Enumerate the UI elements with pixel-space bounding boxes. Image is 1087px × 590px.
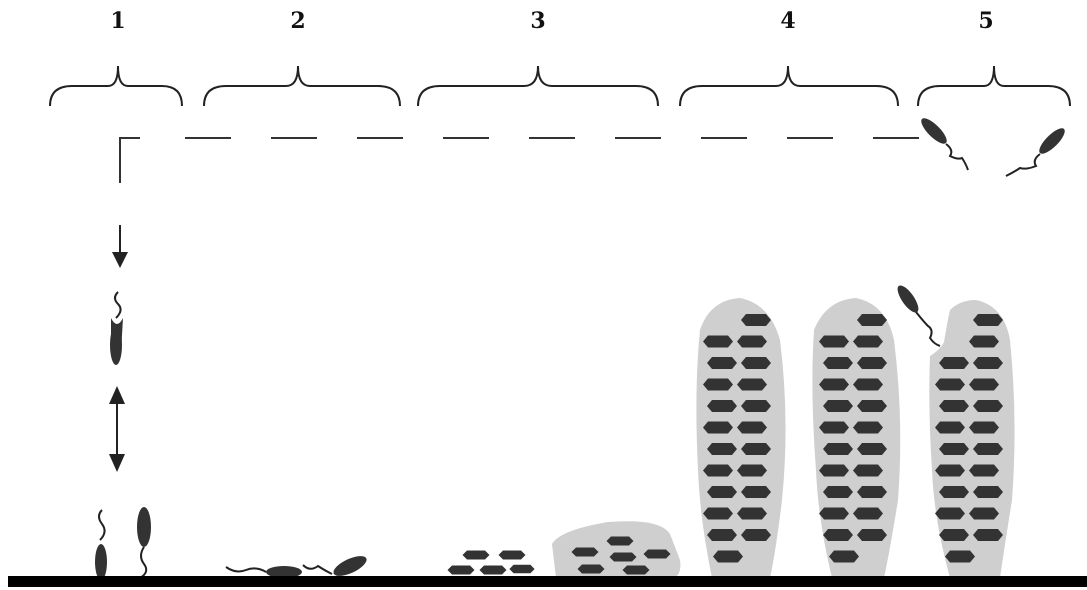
biofilm-cell xyxy=(939,400,969,412)
biofilm-cell xyxy=(973,529,1003,541)
dispersing-cell xyxy=(897,285,941,347)
biofilm-cell xyxy=(741,400,771,412)
stage-label-5: 5 xyxy=(978,8,994,34)
biofilm-cell xyxy=(939,529,969,541)
brace-stage-5 xyxy=(917,65,1071,107)
biofilm-cell xyxy=(707,357,737,369)
biofilm-cell xyxy=(857,443,887,455)
double-arrow-icon xyxy=(109,386,125,472)
biofilm-cell xyxy=(703,335,733,348)
biofilm-cell xyxy=(857,314,887,326)
biofilm-cell xyxy=(703,378,733,391)
biofilm-cell xyxy=(707,443,737,455)
biofilm-cell xyxy=(703,464,733,477)
biofilm-cell xyxy=(853,421,883,434)
stage-label-2: 2 xyxy=(290,8,306,34)
biofilm-cell xyxy=(741,314,771,326)
biofilm-cell xyxy=(713,550,743,563)
biofilm-cell xyxy=(973,486,1003,498)
biofilm-cell xyxy=(939,357,969,369)
biofilm-cell xyxy=(823,486,853,498)
biofilm-cell xyxy=(737,378,767,391)
biofilm-cell xyxy=(973,314,1003,326)
biofilm-cell xyxy=(969,378,999,391)
dispersal-return-path xyxy=(119,137,920,183)
stage-label-3: 3 xyxy=(530,8,546,34)
biofilm-cell xyxy=(857,400,887,412)
irreversibly-attached-cells xyxy=(225,556,367,578)
biofilm-cell xyxy=(969,464,999,477)
biofilm-cell xyxy=(945,550,975,563)
biofilm-cell xyxy=(737,421,767,434)
microcolony xyxy=(447,550,535,575)
biofilm-cell xyxy=(969,335,999,348)
stage-label-4: 4 xyxy=(780,8,796,34)
biofilm-cell xyxy=(741,443,771,455)
biofilm-cell xyxy=(741,357,771,369)
substratum-surface xyxy=(8,576,1087,587)
biofilm-cell xyxy=(823,357,853,369)
biofilm-cell xyxy=(857,529,887,541)
biofilm-cell xyxy=(829,550,859,563)
flagellated-bacterium-icon xyxy=(110,291,123,365)
stage-braces xyxy=(49,65,1071,107)
biofilm-cell xyxy=(969,507,999,520)
biofilm-cell xyxy=(823,443,853,455)
biofilm-cell xyxy=(737,335,767,348)
biofilm-cells xyxy=(703,314,1003,563)
biofilm-cell xyxy=(707,529,737,541)
released-cell-right xyxy=(1005,128,1065,177)
biofilm-cell xyxy=(703,421,733,434)
brace-stage-1 xyxy=(49,65,183,107)
biofilm-cell xyxy=(823,400,853,412)
biofilm-cell xyxy=(741,529,771,541)
biofilm-cell xyxy=(973,443,1003,455)
biofilm-cell xyxy=(819,464,849,477)
biofilm-cell xyxy=(853,507,883,520)
biofilm-cell xyxy=(741,486,771,498)
biofilm-cell xyxy=(737,464,767,477)
biofilm-cell xyxy=(819,335,849,348)
biofilm-cell xyxy=(819,421,849,434)
brace-stage-2 xyxy=(203,65,401,107)
early-biofilm-matrix xyxy=(552,521,681,578)
biofilm-cell xyxy=(973,400,1003,412)
brace-stage-3 xyxy=(417,65,659,107)
biofilm-cell xyxy=(707,400,737,412)
released-cell-left xyxy=(921,118,969,171)
biofilm-cell xyxy=(939,443,969,455)
biofilm-cell xyxy=(707,486,737,498)
biofilm-cell xyxy=(853,335,883,348)
biofilm-cell xyxy=(737,507,767,520)
biofilm-cell xyxy=(939,486,969,498)
stage-label-1: 1 xyxy=(110,8,126,34)
biofilm-cell xyxy=(819,378,849,391)
biofilm-cell xyxy=(935,507,965,520)
arrow-down-icon xyxy=(112,225,128,268)
biofilm-cell xyxy=(857,486,887,498)
biofilm-cell xyxy=(819,507,849,520)
biofilm-cell xyxy=(935,421,965,434)
biofilm-cell xyxy=(823,529,853,541)
biofilm-cell xyxy=(973,357,1003,369)
biofilm-cell xyxy=(703,507,733,520)
biofilm-cell xyxy=(935,378,965,391)
biofilm-cell xyxy=(853,464,883,477)
biofilm-cell xyxy=(935,464,965,477)
biofilm-cell xyxy=(857,357,887,369)
biofilm-cell xyxy=(853,378,883,391)
reversibly-attached-cells xyxy=(95,507,151,580)
brace-stage-4 xyxy=(679,65,899,107)
biofilm-cell xyxy=(969,421,999,434)
